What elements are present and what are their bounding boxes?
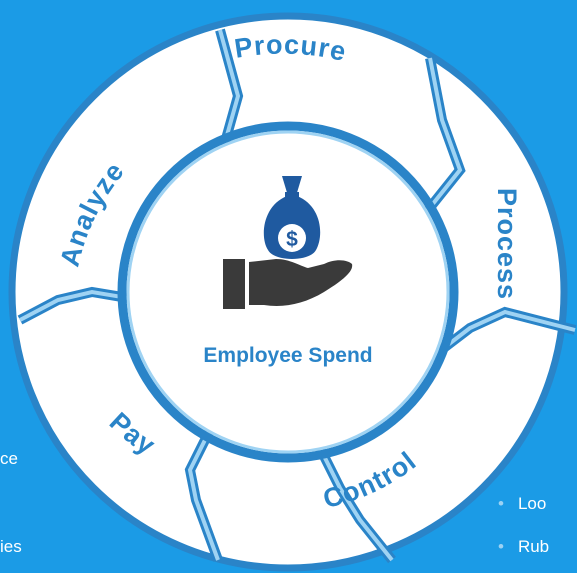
inner-ring-outer: [117, 121, 459, 463]
segment-label-process: Process: [492, 188, 522, 300]
center-label: Employee Spend: [203, 344, 372, 367]
bullet-icon: •: [498, 494, 504, 513]
svg-text:$: $: [286, 228, 298, 251]
left-list-item: ce: [0, 449, 18, 468]
left-list-item: ies: [0, 537, 22, 556]
right-list-item: •Rub: [498, 537, 550, 556]
money-bag-hand-icon: $: [223, 176, 353, 309]
bullet-icon: •: [498, 537, 504, 556]
right-list-item: •Loo: [498, 494, 547, 513]
